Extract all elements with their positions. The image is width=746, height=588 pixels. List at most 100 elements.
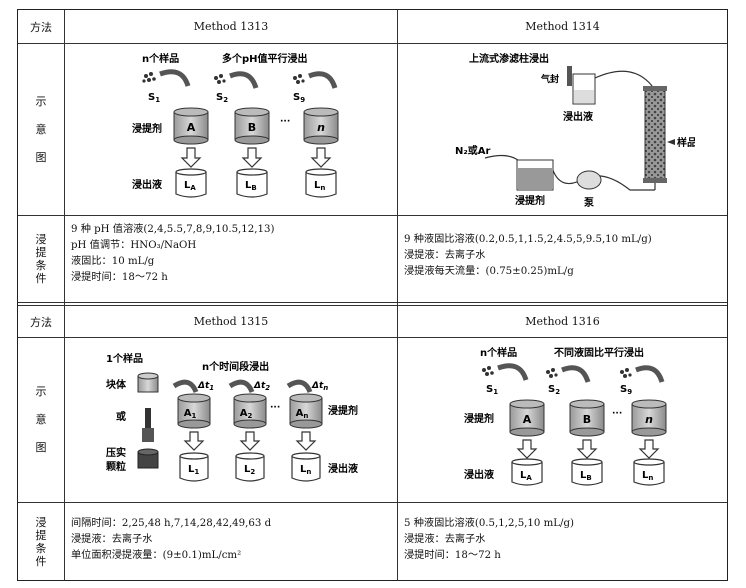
conditions-1314: 9 种液固比溶液(0.2,0.5,1,1.5,2,4.5,5,9.5,10 mL…: [404, 232, 652, 280]
label-char: 件: [35, 554, 47, 568]
granule-sample: [137, 448, 159, 469]
agent-label: 浸提剂: [132, 122, 162, 135]
condition-row-label: 浸 提 条 件: [18, 503, 64, 580]
label-char: 条: [35, 541, 47, 555]
eluate-label: 浸出液: [328, 462, 358, 475]
down-arrow-icon: [638, 439, 660, 459]
tube: [549, 159, 655, 191]
condition-line: 浸提时间：18～72 h: [71, 272, 168, 283]
label-char: 意: [35, 413, 47, 426]
dt2-label: Δt2: [253, 381, 270, 392]
condition-line: 浸提时间：18～72 h: [404, 550, 501, 561]
curved-arrow-icon: [228, 379, 255, 394]
l1-label: L1: [188, 464, 199, 476]
down-arrow-icon: [576, 439, 598, 459]
ln-label: Ln: [642, 470, 653, 482]
svg-text:n: n: [317, 121, 325, 134]
ln-label: Ln: [300, 464, 311, 476]
down-arrows: [183, 431, 317, 451]
conditions-1315: 间隔时间：2,25,48 h,7,14,28,42,49,63 d 浸提液：去离…: [71, 516, 271, 564]
la-label: LA: [520, 470, 532, 482]
curved-arrow-icon: [172, 379, 199, 394]
s2-label: S2: [216, 92, 228, 104]
tank-b: B: [234, 107, 270, 145]
curved-arrow-icon: [286, 379, 313, 394]
gas-label: N₂或Ar: [455, 144, 490, 157]
sample-dots-icon: [482, 366, 632, 378]
beaker-lb: [236, 172, 268, 198]
block-label: 块体: [106, 378, 127, 391]
one-sample-label: 1个样品: [106, 352, 143, 365]
label-char: 浸: [35, 233, 47, 246]
sample-dots-icon: [142, 72, 305, 84]
svg-text:B: B: [583, 413, 591, 426]
eluate-label: 浸出液: [563, 110, 593, 123]
ln-label: Ln: [314, 180, 325, 192]
method-1315-diagram: 1个样品 n个时间段浸出 块体 或 压实 颗粒 Δt1 Δt2 Δtn A1 A…: [106, 352, 358, 482]
tank-a: A: [173, 107, 209, 145]
upflow-column-label: 上流式渗滤柱浸出: [469, 52, 549, 65]
down-arrows: [516, 439, 660, 459]
conditions-1316: 5 种液固比溶液(0.5,1,2,5,10 mL/g) 浸提液：去离子水 浸提时…: [404, 516, 574, 564]
svg-text:B: B: [248, 121, 256, 134]
row-divider: [18, 215, 727, 216]
tank-a: A: [509, 399, 545, 437]
lb-label: LB: [245, 180, 257, 192]
label-char: 示: [35, 385, 47, 398]
down-arrow-icon: [241, 147, 263, 168]
condition-line: 液固比：10 mL/g: [71, 256, 155, 267]
svg-text:An: An: [296, 408, 309, 420]
label-char: 图: [35, 441, 47, 454]
s1-label: S1: [148, 92, 160, 104]
curved-arrow-icon: [159, 69, 191, 87]
tank-b: B: [569, 399, 605, 437]
ellipsis: ···: [280, 117, 290, 127]
collection-bottle: [567, 66, 596, 105]
dtn-label: Δtn: [311, 381, 328, 392]
down-arrow-icon: [310, 147, 332, 168]
curved-arrow-icon: [308, 71, 338, 89]
sample-label: 样品: [677, 136, 695, 149]
label-char: 提: [35, 246, 47, 259]
condition-line: 9 种 pH 值溶液(2,4,5.5,7,8,9,10.5,12,13): [71, 224, 275, 235]
row-divider: [18, 43, 727, 44]
method-1313-header: Method 1313: [193, 20, 269, 33]
method-1316-diagram: n个样品 不同液固比平行浸出 S1 S2 S9 A B n ··· 浸提剂 浸: [464, 346, 667, 486]
methods-table: 方法 Method 1313 Method 1314 示 意 图 浸 提 条 件…: [17, 9, 728, 581]
svg-text:A: A: [187, 121, 196, 134]
n-samples-label: n个样品: [142, 52, 179, 65]
agent-label: 浸提剂: [328, 404, 358, 417]
down-arrow-icon: [295, 431, 317, 451]
condition-line: 5 种液固比溶液(0.5,1,2,5,10 mL/g): [404, 518, 574, 529]
header-method-cell: 方法: [30, 20, 52, 34]
diagram-row-label: 示 意 图: [18, 44, 64, 215]
row-divider: [18, 502, 727, 503]
agent-label: 浸提剂: [515, 194, 545, 207]
row-divider: [18, 337, 727, 338]
condition-line: 浸提液：去离子水: [404, 250, 486, 261]
label-char: 条: [35, 259, 47, 272]
tank-n: n: [303, 107, 339, 145]
conditions-1313: 9 种 pH 值溶液(2,4,5.5,7,8,9,10.5,12,13) pH …: [71, 222, 274, 286]
beakers: [179, 452, 321, 482]
s1-label: S1: [486, 384, 498, 396]
row-divider: [18, 302, 727, 303]
pump-icon: [576, 170, 602, 190]
beakers: [511, 458, 665, 486]
tank-a2: A2: [233, 393, 267, 429]
method-1314-diagram: 上流式渗滤柱浸出 气封 浸出液 样品 N₂或Ar 浸提剂 泵: [455, 52, 695, 209]
or-label: 或: [116, 410, 126, 423]
label-char: 意: [35, 122, 47, 136]
row-divider: [18, 305, 727, 306]
condition-line: 浸提液：去离子水: [404, 534, 486, 545]
tube: [594, 70, 656, 91]
method-1314-header: Method 1314: [525, 20, 600, 33]
condition-line: 浸提液每天流量：(0.75±0.25)mL/g: [404, 266, 574, 277]
col-divider-1: [64, 10, 65, 580]
gas-seal-label: 气封: [540, 73, 559, 85]
la-label: LA: [184, 180, 196, 192]
tank-a1: A1: [177, 393, 211, 429]
header-method-cell: 方法: [30, 315, 52, 329]
curved-arrow-icon: [229, 71, 259, 89]
beakers: [175, 168, 337, 198]
